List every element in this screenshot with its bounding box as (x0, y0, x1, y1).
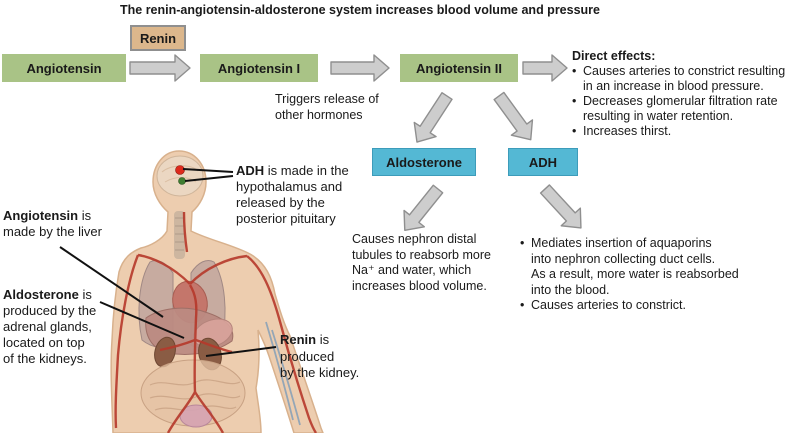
angiotensin2-box: Angiotensin II (400, 54, 518, 82)
adh-annotation-rest: is made in the hypothalamus and released… (236, 163, 349, 226)
adh-annotation-lead: ADH (236, 163, 265, 178)
aldosterone-effect-text: Causes nephron distal tubules to reabsor… (352, 232, 491, 293)
angiotensin-box: Angiotensin (2, 54, 126, 82)
adh-leader-line-1 (182, 168, 234, 173)
adh-annotation: ADH is made in the hypothalamus and rele… (236, 163, 366, 227)
direct-effects-heading: Direct effects: (572, 49, 656, 63)
angiotensin1-box: Angiotensin I (200, 54, 318, 82)
right-kidney (198, 337, 222, 371)
diagram-title: The renin-angiotensin-aldosterone system… (120, 3, 600, 17)
arrow-ang2-to-aldosterone (413, 92, 453, 143)
direct-effects-block: Direct effects: • Causes arteries to con… (572, 49, 800, 139)
direct-effects-bullet-3: • Increases thirst. (572, 124, 672, 138)
adh-effects-bullet-1: • Mediates insertion of aquaporins into … (520, 236, 739, 297)
arrow-ang2-to-direct (522, 54, 568, 82)
pituitary-dot (178, 177, 186, 185)
angiotensin-annotation-lead: Angiotensin (3, 208, 79, 223)
renin-annotation: Renin is produced by the kidney. (280, 332, 390, 382)
bullet-marker: • (520, 298, 525, 312)
spine (174, 211, 185, 259)
stomach (193, 318, 233, 348)
brain (156, 155, 204, 197)
direct-effects-bullet-1: • Causes arteries to constrict resulting… (572, 64, 786, 93)
adh-box: ADH (508, 148, 578, 176)
renin-box: Renin (130, 25, 186, 51)
arteries (114, 211, 318, 433)
bullet-marker: • (520, 236, 525, 250)
arrow-ang1-to-ang2 (330, 54, 390, 82)
adh-leader-line-2 (184, 175, 234, 182)
angiotensin-annotation: Angiotensin is made by the liver (3, 208, 143, 240)
renin-annotation-lead: Renin (280, 332, 317, 347)
hypothalamus-dot (175, 165, 185, 175)
right-lung (190, 259, 226, 349)
renin-leader-line (205, 346, 277, 357)
arrow-ang2-to-adh (493, 91, 534, 141)
heart (172, 280, 208, 324)
arrow-adh-effect (539, 184, 582, 229)
liver (145, 307, 234, 355)
aldosterone-annotation-rest: is produced by the adrenal glands, locat… (3, 287, 97, 366)
arrow-angiotensin-to-ang1 (129, 54, 191, 82)
angiotensin-annotation-rest: is made by the liver (3, 208, 102, 239)
left-kidney (154, 336, 176, 368)
arrow-aldosterone-effect (403, 184, 444, 232)
intestines (140, 359, 246, 427)
bullet-marker: • (572, 124, 577, 138)
direct-effects-bullet-2: • Decreases glomerular filtration rate r… (572, 94, 778, 123)
adh-effects-block: • Mediates insertion of aquaporins into … (520, 236, 765, 314)
bullet-marker: • (572, 64, 577, 78)
renin-annotation-rest: is produced by the kidney. (280, 332, 360, 380)
adh-effects-bullet-2: • Causes arteries to constrict. (520, 298, 686, 312)
aldosterone-annotation-lead: Aldosterone (3, 287, 79, 302)
bladder (179, 404, 213, 428)
triggers-note: Triggers release of other hormones (275, 92, 379, 122)
aldosterone-box: Aldosterone (372, 148, 476, 176)
aldosterone-annotation: Aldosterone is produced by the adrenal g… (3, 287, 133, 367)
bullet-marker: • (572, 94, 577, 108)
left-lung (138, 259, 174, 349)
